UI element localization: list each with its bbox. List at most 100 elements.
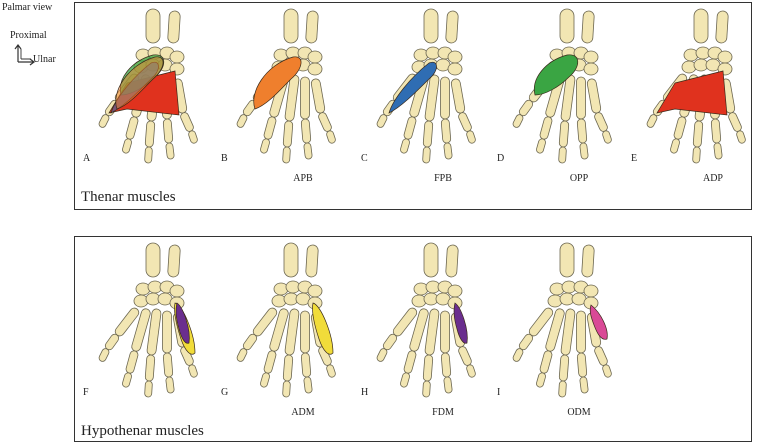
- figure-letter: C: [361, 153, 368, 164]
- distal-phalanx: [260, 372, 270, 388]
- thumb-distal-phalanx: [512, 114, 524, 128]
- distal-phalanx: [122, 138, 132, 154]
- ulna-bone: [167, 244, 181, 278]
- distal-phalanx: [165, 142, 175, 160]
- muscle-abbreviation: ODM: [567, 407, 591, 418]
- distal-phalanx: [422, 380, 431, 398]
- ulna-bone: [305, 10, 319, 44]
- distal-phalanx: [188, 364, 198, 378]
- proximal-phalanx: [576, 352, 588, 378]
- radius-bone: [559, 8, 575, 44]
- hand-figure-i: [501, 242, 625, 401]
- proximal-phalanx: [458, 112, 472, 132]
- distal-phalanx: [579, 142, 589, 160]
- distal-phalanx: [122, 372, 132, 388]
- radius-bone: [559, 242, 575, 278]
- hand-figure-d: [501, 8, 625, 167]
- figure-letter: F: [83, 387, 89, 398]
- hand-skeleton: [98, 242, 198, 398]
- distal-phalanx: [443, 142, 453, 160]
- fpb-muscle: [388, 61, 437, 114]
- proximal-phalanx: [728, 112, 742, 132]
- thumb-distal-phalanx: [376, 348, 388, 362]
- adm-muscle: [312, 302, 334, 355]
- adp-muscle: [656, 70, 728, 116]
- carpal-bone: [135, 282, 151, 296]
- metacarpal-bone: [440, 310, 450, 354]
- distal-phalanx: [303, 142, 313, 160]
- figure-letter: B: [221, 153, 228, 164]
- thumb-distal-phalanx: [376, 114, 388, 128]
- carpal-bone: [447, 50, 463, 64]
- distal-phalanx: [326, 364, 336, 378]
- distal-phalanx: [144, 380, 153, 398]
- odm-muscle: [589, 304, 608, 340]
- opp-muscle: [533, 54, 579, 96]
- figure-letter: H: [361, 387, 369, 398]
- thumb-distal-phalanx: [646, 114, 658, 128]
- figure-letter: D: [497, 153, 505, 164]
- proximal-phalanx: [125, 116, 139, 140]
- proximal-phalanx: [263, 116, 277, 140]
- thumb-distal-phalanx: [512, 348, 524, 362]
- radius-bone: [145, 242, 161, 278]
- distal-phalanx: [165, 376, 175, 394]
- proximal-phalanx: [403, 116, 417, 140]
- ulna-bone: [167, 10, 181, 44]
- hypothenar-panel-title: Hypothenar muscles: [81, 423, 204, 439]
- proximal-phalanx: [422, 120, 434, 148]
- proximal-phalanx: [282, 120, 294, 148]
- hand-skeleton: [98, 8, 198, 164]
- carpal-bone: [169, 50, 185, 64]
- carpal-bone: [683, 48, 699, 62]
- proximal-phalanx: [162, 118, 174, 144]
- proximal-phalanx: [458, 346, 472, 366]
- figure-letter: E: [631, 153, 638, 164]
- distal-phalanx: [602, 130, 612, 144]
- proximal-phalanx: [558, 120, 570, 148]
- muscle-abbreviation: FPB: [434, 173, 452, 184]
- hand-figure-a: [87, 8, 211, 167]
- carpal-bone: [549, 282, 565, 296]
- hand-skeleton: [646, 8, 746, 164]
- distal-phalanx: [713, 142, 723, 160]
- carpal-bone: [307, 284, 323, 298]
- distal-phalanx: [558, 146, 567, 164]
- proximal-phalanx: [282, 354, 294, 382]
- distal-phalanx: [443, 376, 453, 394]
- carpal-bone: [413, 48, 429, 62]
- carpal-bone: [583, 62, 599, 76]
- carpal-bone: [447, 284, 463, 298]
- ulna-bone: [715, 10, 729, 44]
- hand-skeleton: [376, 8, 476, 164]
- distal-phalanx: [188, 130, 198, 144]
- distal-phalanx: [736, 130, 746, 144]
- metacarpal-bone: [440, 76, 450, 120]
- radius-bone: [283, 242, 299, 278]
- distal-phalanx: [400, 372, 410, 388]
- thenar-panel-title: Thenar muscles: [81, 189, 176, 205]
- distal-phalanx: [400, 138, 410, 154]
- hand-figure-b: [225, 8, 349, 167]
- figure-letter: G: [221, 387, 229, 398]
- thumb-distal-phalanx: [236, 114, 248, 128]
- proximal-phalanx: [673, 116, 687, 140]
- proximal-phalanx: [300, 118, 312, 144]
- distal-phalanx: [282, 380, 291, 398]
- hand-figure-f: [87, 242, 211, 401]
- proximal-phalanx: [263, 350, 277, 374]
- metacarpal-bone: [450, 78, 466, 114]
- muscle-abbreviation: ADP: [702, 173, 723, 184]
- carpal-bone: [583, 50, 599, 64]
- proximal-phalanx: [576, 118, 588, 144]
- metacarpal-bone: [586, 78, 602, 114]
- proximal-phalanx: [125, 350, 139, 374]
- muscle-abbreviation: APB: [293, 173, 313, 184]
- carpal-bone: [307, 62, 323, 76]
- proximal-phalanx: [440, 118, 452, 144]
- proximal-phalanx: [180, 112, 194, 132]
- distal-phalanx: [260, 138, 270, 154]
- distal-phalanx: [536, 138, 546, 154]
